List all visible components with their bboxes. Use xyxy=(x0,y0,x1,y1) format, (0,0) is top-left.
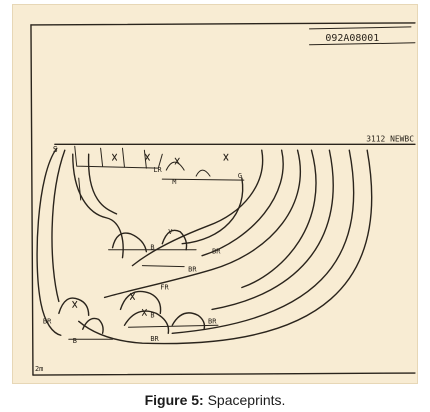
lower-arch-b2 xyxy=(123,310,170,334)
figure-caption: Figure 5: Spaceprints. xyxy=(0,392,430,408)
annot-fr: FR xyxy=(160,283,169,291)
center-arch-v xyxy=(161,229,188,251)
lower-floor-right xyxy=(127,324,219,328)
spaceprint-sketch: 092A08001 3112 NEWBC S LR M G xyxy=(30,22,416,376)
center-lower-line xyxy=(141,265,185,268)
id-box-underline xyxy=(309,42,416,46)
trace-1 xyxy=(36,147,62,336)
center-arch-b xyxy=(111,232,148,253)
trace-11 xyxy=(78,149,373,345)
trace-2 xyxy=(51,149,66,303)
room-divider-1 xyxy=(100,147,104,167)
corner-mark: 2m xyxy=(35,365,43,373)
lower-arch-center xyxy=(119,290,162,315)
x-mark-1 xyxy=(112,153,118,161)
annot-b-center: B xyxy=(150,244,154,252)
lower-arch-left xyxy=(58,297,90,317)
trace-3 xyxy=(72,153,124,259)
x-mark-7 xyxy=(141,308,147,316)
annot-b-left: B xyxy=(73,337,77,345)
trace-6 xyxy=(201,149,284,257)
id-code-text: 092A08001 xyxy=(325,33,379,44)
room-divider-2 xyxy=(121,147,125,168)
room-row-top xyxy=(74,145,163,169)
room-arch-m xyxy=(165,161,185,171)
room-arch-g xyxy=(195,169,211,177)
street-label: 3112 NEWBC xyxy=(366,134,414,143)
x-mark-3 xyxy=(223,153,229,161)
annot-b-low: B xyxy=(150,311,154,319)
trace-12 xyxy=(181,177,244,245)
trace-5 xyxy=(131,149,264,267)
caption-text: Spaceprints. xyxy=(203,392,286,408)
trace-10 xyxy=(171,149,355,334)
room-floor-line xyxy=(161,178,245,181)
caption-label: Figure 5: xyxy=(144,392,204,408)
trace-9 xyxy=(211,149,334,311)
lower-arch-right xyxy=(171,312,206,330)
annot-br-left: BR xyxy=(43,317,52,325)
spaceprint-drawing: 092A08001 3112 NEWBC S LR M G xyxy=(12,4,418,384)
x-mark-5 xyxy=(72,300,78,308)
annot-m: M xyxy=(172,178,176,186)
annot-br-right: BR xyxy=(212,248,221,256)
trace-4 xyxy=(87,153,118,215)
trace-squiggle xyxy=(78,177,82,201)
lower-arch-b xyxy=(82,317,104,334)
trace-7 xyxy=(103,149,302,299)
left-border-line xyxy=(30,24,34,376)
bottom-border-line xyxy=(32,372,416,376)
annot-br-low: BR xyxy=(208,317,217,325)
annot-br-mid: BR xyxy=(188,266,197,274)
trace-8 xyxy=(241,149,317,289)
annot-g: G xyxy=(238,172,242,180)
annot-br-bottom: BR xyxy=(150,335,159,343)
id-box-top xyxy=(309,26,412,30)
x-mark-6 xyxy=(129,292,135,300)
room-divider-3 xyxy=(143,149,147,169)
annot-v: V xyxy=(168,228,172,236)
x-mark-2 xyxy=(144,153,150,161)
top-border-line xyxy=(30,22,416,26)
x-mark-4 xyxy=(174,157,180,165)
annot-lr: LR xyxy=(153,166,162,174)
